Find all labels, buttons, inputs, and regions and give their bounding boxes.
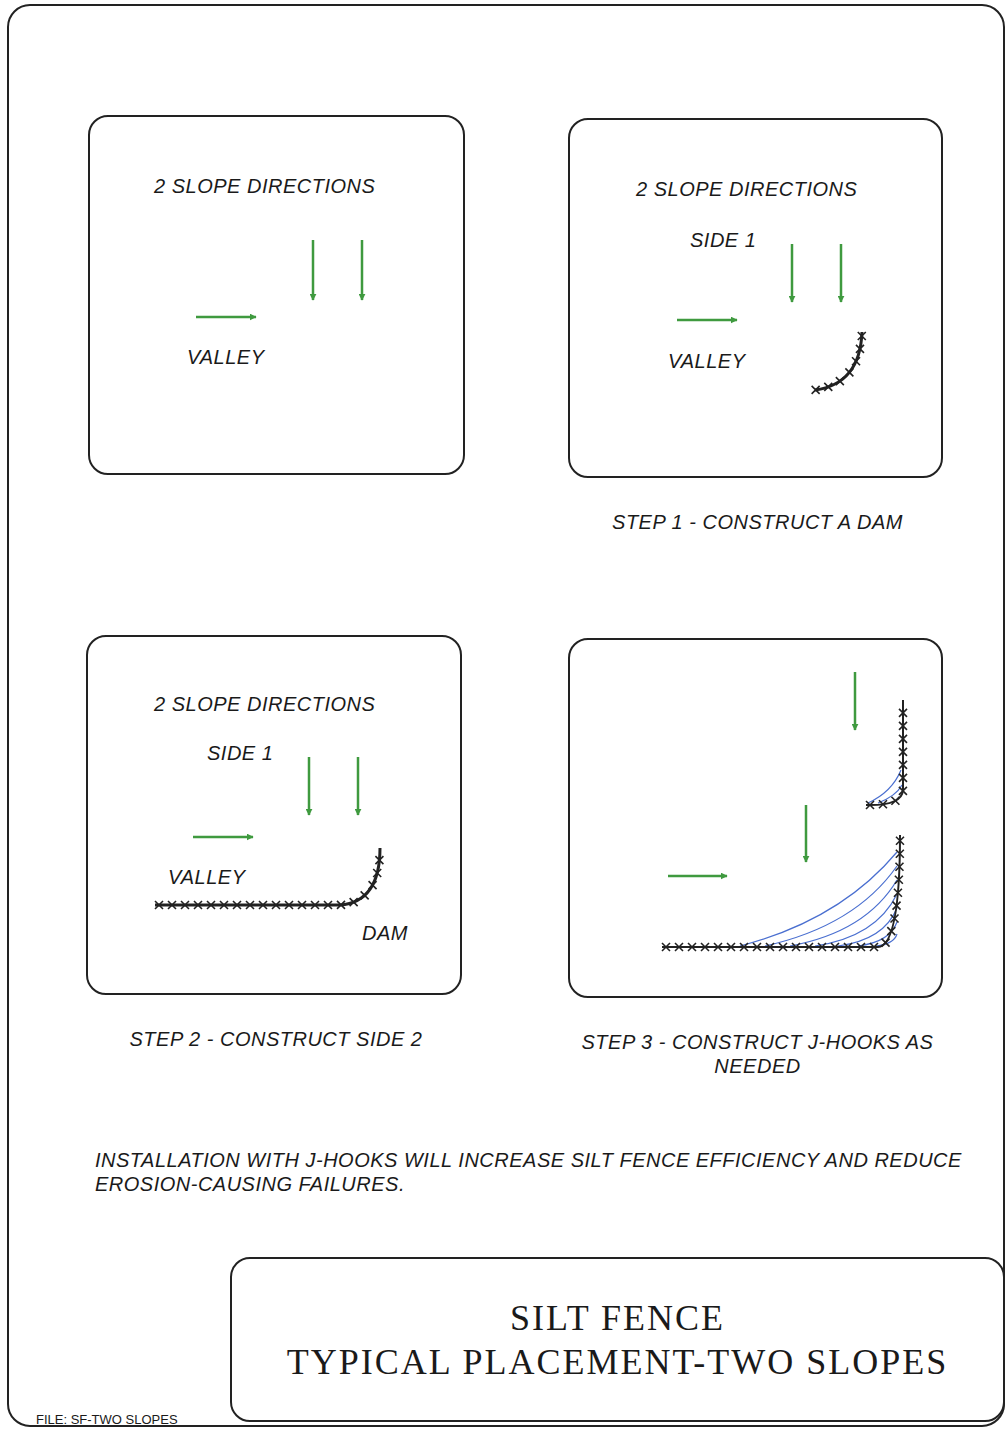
fence-cross [675,943,683,951]
fence-cross [688,943,696,951]
fence-cross [852,357,860,365]
fence-cross [727,943,735,951]
panel-label: SIDE 1 [207,741,273,765]
fence-cross [792,943,800,951]
fence-cross [899,709,907,717]
fence-cross [899,735,907,743]
fence-cross [311,901,319,909]
file-label: FILE: SF-TWO SLOPES [36,1412,178,1428]
fence-cross [866,801,874,809]
fence-cross [836,377,844,385]
fence-cross [845,368,853,376]
fence-cross [194,901,202,909]
title-box: SILT FENCE TYPICAL PLACEMENT-TWO SLOPES [230,1257,1005,1422]
fence-cross [812,386,820,394]
fence-cross [831,943,839,951]
silt-fence [155,332,907,951]
fence-cross [375,856,383,864]
panel-label: 2 SLOPE DIRECTIONS [154,174,375,198]
fence-cross [844,943,852,951]
step-caption: STEP 1 - CONSTRUCT A DAM [550,510,965,534]
fence-cross [369,881,377,889]
fence-cross [899,774,907,782]
fence-cross [246,901,254,909]
fence-cross [285,901,293,909]
step-caption: STEP 2 - CONSTRUCT SIDE 2 [68,1027,484,1051]
fence-cross [857,943,865,951]
slope-arrows [193,240,855,876]
fence-cross [824,383,832,391]
fence-cross [324,901,332,909]
fence-cross [891,914,899,922]
fence-cross [259,901,267,909]
fence-cross [895,863,903,871]
panel-label: VALLEY [187,345,265,369]
fence-cross [350,898,358,906]
fence-cross [701,943,709,951]
step-panel: STEP 3 - CONSTRUCT J-HOOKS AS NEEDED [568,638,943,998]
fence-cross [899,722,907,730]
title-text: SILT FENCE TYPICAL PLACEMENT-TWO SLOPES [232,1296,1003,1384]
fence-cross [899,748,907,756]
panel-label: VALLEY [668,349,746,373]
step-panel: 2 SLOPE DIRECTIONSSIDE 1VALLEYDAMSTEP 2 … [86,635,462,995]
fence-cross [373,869,381,877]
fence-cross [896,850,904,858]
fence-cross [856,345,864,353]
sediment-lines [740,770,902,946]
step-caption: STEP 3 - CONSTRUCT J-HOOKS AS NEEDED [560,1030,955,1078]
fence-cross [662,943,670,951]
fence-cross [870,943,878,951]
fence-cross [858,332,866,340]
fence-cross [818,943,826,951]
fence-cross [337,901,345,909]
step-panel: 2 SLOPE DIRECTIONSSIDE 1VALLEYSTEP 1 - C… [568,118,943,478]
fence-cross [740,943,748,951]
fence-cross [879,800,887,808]
note-text: INSTALLATION WITH J-HOOKS WILL INCREASE … [95,1148,965,1196]
fence-cross [155,901,163,909]
fence-cross [753,943,761,951]
panel-label: DAM [362,921,408,945]
panel-label: 2 SLOPE DIRECTIONS [154,692,375,716]
fence-cross [272,901,280,909]
panel-label: VALLEY [168,865,246,889]
fence-cross [882,939,890,947]
panel-label: 2 SLOPE DIRECTIONS [636,177,857,201]
fence-cross [361,891,369,899]
fence-cross [168,901,176,909]
fence-cross [207,901,215,909]
fence-cross [887,927,895,935]
fence-cross [233,901,241,909]
fence-cross [894,889,902,897]
fence-cross [895,876,903,884]
fence-cross [893,902,901,910]
fence-cross [779,943,787,951]
fence-cross [805,943,813,951]
page-frame [8,5,1004,1426]
fence-cross [298,901,306,909]
panel-label: SIDE 1 [690,228,756,252]
fence-cross [899,761,907,769]
fence-cross [891,797,899,805]
fence-cross [896,837,904,845]
fence-cross [714,943,722,951]
fence-cross [220,901,228,909]
fence-cross [766,943,774,951]
fence-cross [181,901,189,909]
fence-cross [899,787,907,795]
step-panel: 2 SLOPE DIRECTIONS VALLEY [88,115,465,475]
